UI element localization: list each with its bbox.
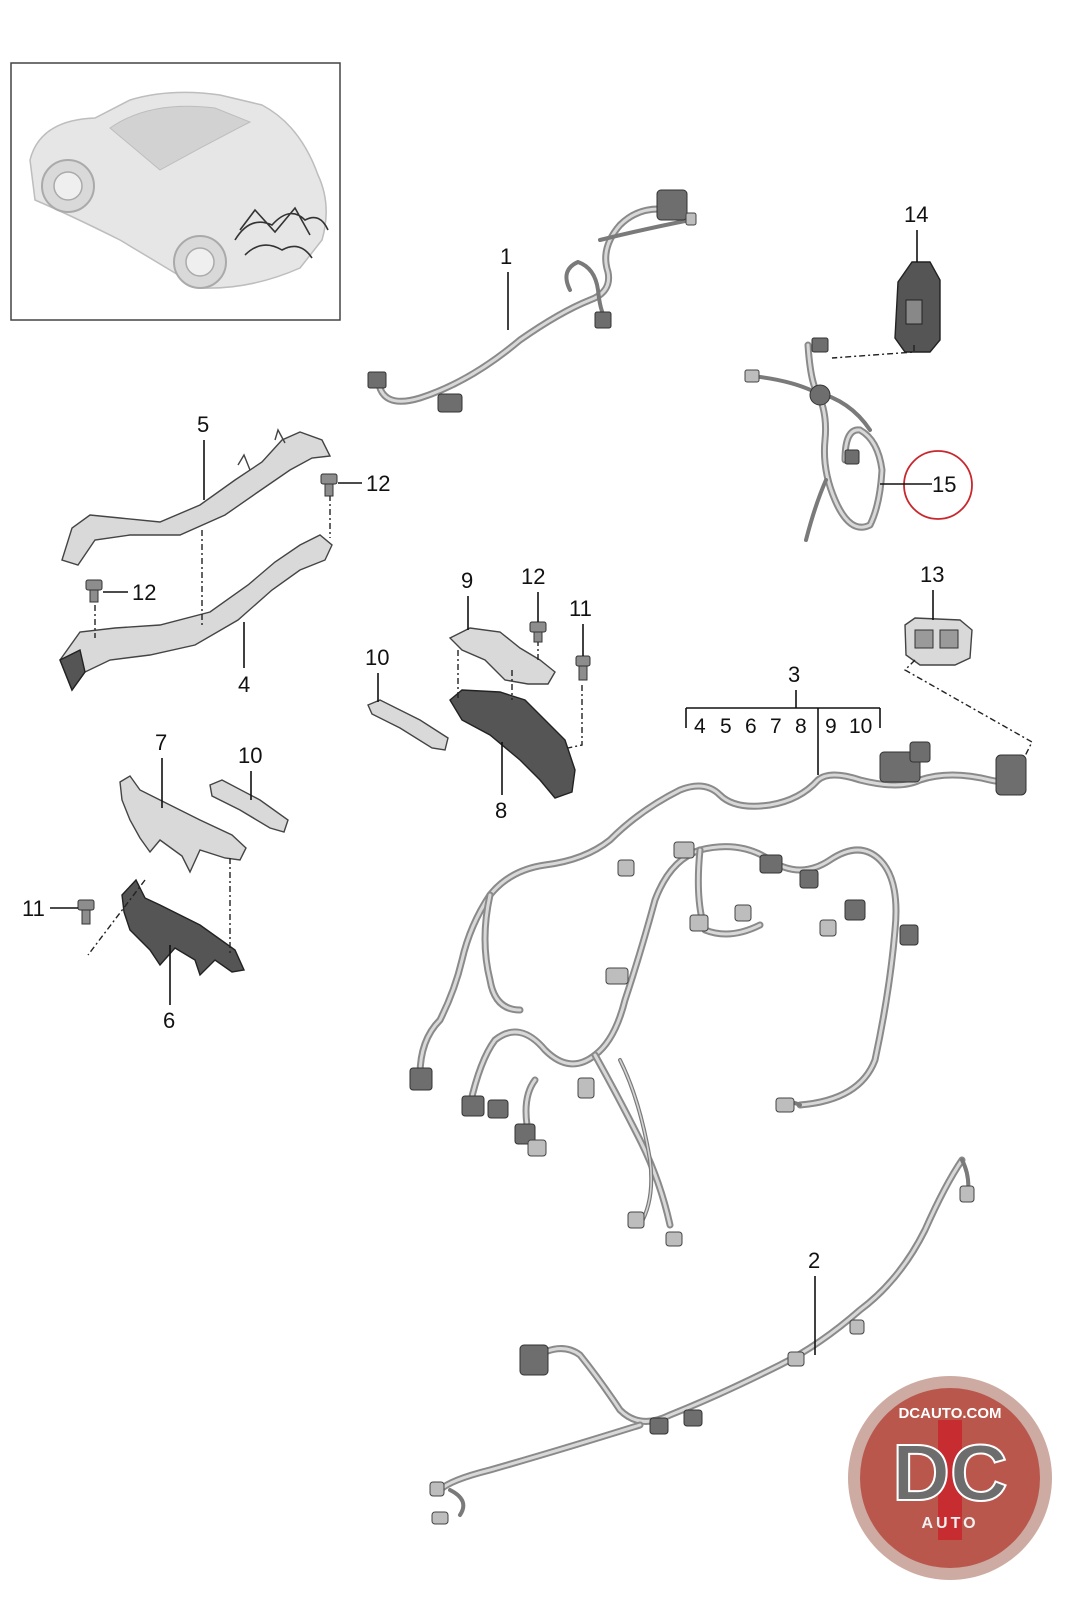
callout-11-middle: 11 <box>569 596 592 656</box>
watermark-top-text: DCAUTO.COM <box>898 1405 1001 1422</box>
harness-part-2[interactable] <box>429 1156 975 1525</box>
group-3-subitem-10: 10 <box>849 715 872 738</box>
callout-label-4: 4 <box>238 672 250 697</box>
callout-12-left: 12 <box>103 580 156 605</box>
callout-label-7: 7 <box>155 730 167 755</box>
bracket-part-8[interactable] <box>449 689 576 799</box>
callout-4: 4 <box>238 622 250 697</box>
callout-label-10-upper: 10 <box>365 645 389 670</box>
bracket-part-6[interactable] <box>121 878 246 977</box>
bolt-part-11-left[interactable] <box>77 899 95 925</box>
bracket-part-7[interactable] <box>119 775 247 874</box>
callout-label-9: 9 <box>461 568 473 593</box>
group-3-subitem-8: 8 <box>795 715 807 738</box>
callout-10-lower: 10 <box>238 743 262 800</box>
module-part-14[interactable] <box>894 261 941 353</box>
car-illustration <box>29 91 329 289</box>
callout-15-highlight-circle <box>903 450 973 520</box>
callout-12-right: 12 <box>338 471 390 496</box>
callout-8: 8 <box>495 742 507 823</box>
callout-label-13: 13 <box>920 562 944 587</box>
callout-label-11-left: 11 <box>22 896 45 921</box>
group-3-subitem-5: 5 <box>720 715 732 738</box>
callout-9: 9 <box>461 568 473 630</box>
callout-label-1: 1 <box>500 244 512 269</box>
group-3-subitem-6: 6 <box>745 715 757 738</box>
callout-label-14: 14 <box>904 202 928 227</box>
relay-part-13[interactable] <box>904 617 973 666</box>
callout-13: 13 <box>920 562 944 620</box>
callout-15: 15 <box>880 450 973 520</box>
dcauto-watermark-logo: DCAUTO.COM DC AUTO <box>848 1376 1052 1580</box>
callout-12-middle: 12 <box>521 564 545 622</box>
car-overview-inset <box>10 62 341 321</box>
callout-3-group: 3 4 5 6 7 8 9 10 <box>685 662 881 775</box>
group-3-subitem-4: 4 <box>694 715 706 738</box>
watermark-main-text: DC <box>892 1428 1008 1517</box>
callout-label-5: 5 <box>197 412 209 437</box>
harness-part-3[interactable] <box>409 741 1027 1247</box>
cover-part-9[interactable] <box>448 627 556 685</box>
callout-label-12-middle: 12 <box>521 564 545 589</box>
callout-14: 14 <box>904 202 928 262</box>
callout-label-6: 6 <box>163 1008 175 1033</box>
callout-label-10-lower: 10 <box>238 743 262 768</box>
callout-5: 5 <box>197 412 209 500</box>
rail-part-10-upper[interactable] <box>367 699 449 751</box>
group-3-subitem-7: 7 <box>770 715 782 738</box>
callout-label-11-middle: 11 <box>569 596 592 621</box>
callout-10-upper: 10 <box>365 645 389 702</box>
bolt-part-12-left[interactable] <box>85 579 103 603</box>
bolt-part-12-right[interactable] <box>320 473 338 497</box>
harness-part-15[interactable] <box>744 337 886 542</box>
callout-label-2: 2 <box>808 1248 820 1273</box>
callout-label-8: 8 <box>495 798 507 823</box>
bolt-part-11-middle[interactable] <box>575 655 591 681</box>
callout-7: 7 <box>155 730 167 808</box>
callout-label-12-right: 12 <box>366 471 390 496</box>
callout-2: 2 <box>808 1248 820 1355</box>
bracket-part-5[interactable] <box>61 428 332 566</box>
callout-11-left: 11 <box>22 896 78 921</box>
callout-label-3: 3 <box>788 662 800 687</box>
group-3-subitem-9: 9 <box>825 715 837 738</box>
harness-part-1[interactable] <box>367 189 697 413</box>
callout-6: 6 <box>163 945 175 1033</box>
callout-label-15: 15 <box>932 472 956 497</box>
bolt-part-12-middle[interactable] <box>529 621 547 643</box>
callout-1: 1 <box>500 244 512 330</box>
watermark-bottom-text: AUTO <box>921 1515 978 1532</box>
bracket-part-4[interactable] <box>59 534 333 692</box>
rail-part-10-lower[interactable] <box>209 779 289 833</box>
callout-label-12-left: 12 <box>132 580 156 605</box>
